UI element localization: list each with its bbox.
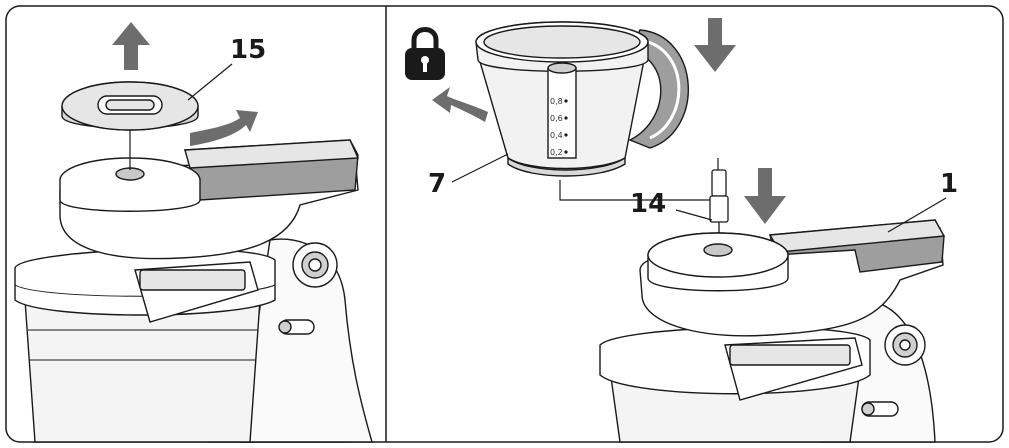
callout-shaft-leader xyxy=(675,209,713,221)
bowl-handle xyxy=(628,29,690,149)
left-panel-mixer xyxy=(14,81,373,443)
callout-lid-number: 15 xyxy=(230,35,266,65)
scale-mark-2: 0,6 xyxy=(550,114,563,123)
scale-mark-4: 0,2 xyxy=(550,148,563,157)
callout-lid-leader xyxy=(187,63,233,101)
arrow-down-icon xyxy=(694,18,736,72)
rotate-arrow-icon xyxy=(432,87,488,122)
scale-mark-1: 0,8 xyxy=(550,97,563,106)
padlock-icon xyxy=(405,27,445,80)
callout-bowl-number: 7 xyxy=(428,169,446,199)
mixing-bowl-left xyxy=(24,299,261,443)
right-panel-mixer xyxy=(599,219,946,443)
callout-bowl-leader xyxy=(451,153,509,183)
callout-base-leader xyxy=(887,197,947,233)
scale-mark-3: 0,4 xyxy=(550,131,563,140)
drive-shaft xyxy=(709,169,729,244)
bowl-measurement-scale: 0,8 0,6 0,4 0,2 xyxy=(550,97,568,157)
callout-base-number: 1 xyxy=(940,169,958,199)
rotate-arrow-icon xyxy=(190,110,258,146)
figure-frame xyxy=(5,5,1004,443)
callout-shaft-number: 14 xyxy=(630,189,666,219)
processor-bowl xyxy=(475,21,690,177)
arrow-up-icon xyxy=(112,22,150,70)
arrow-down-icon xyxy=(744,168,786,224)
